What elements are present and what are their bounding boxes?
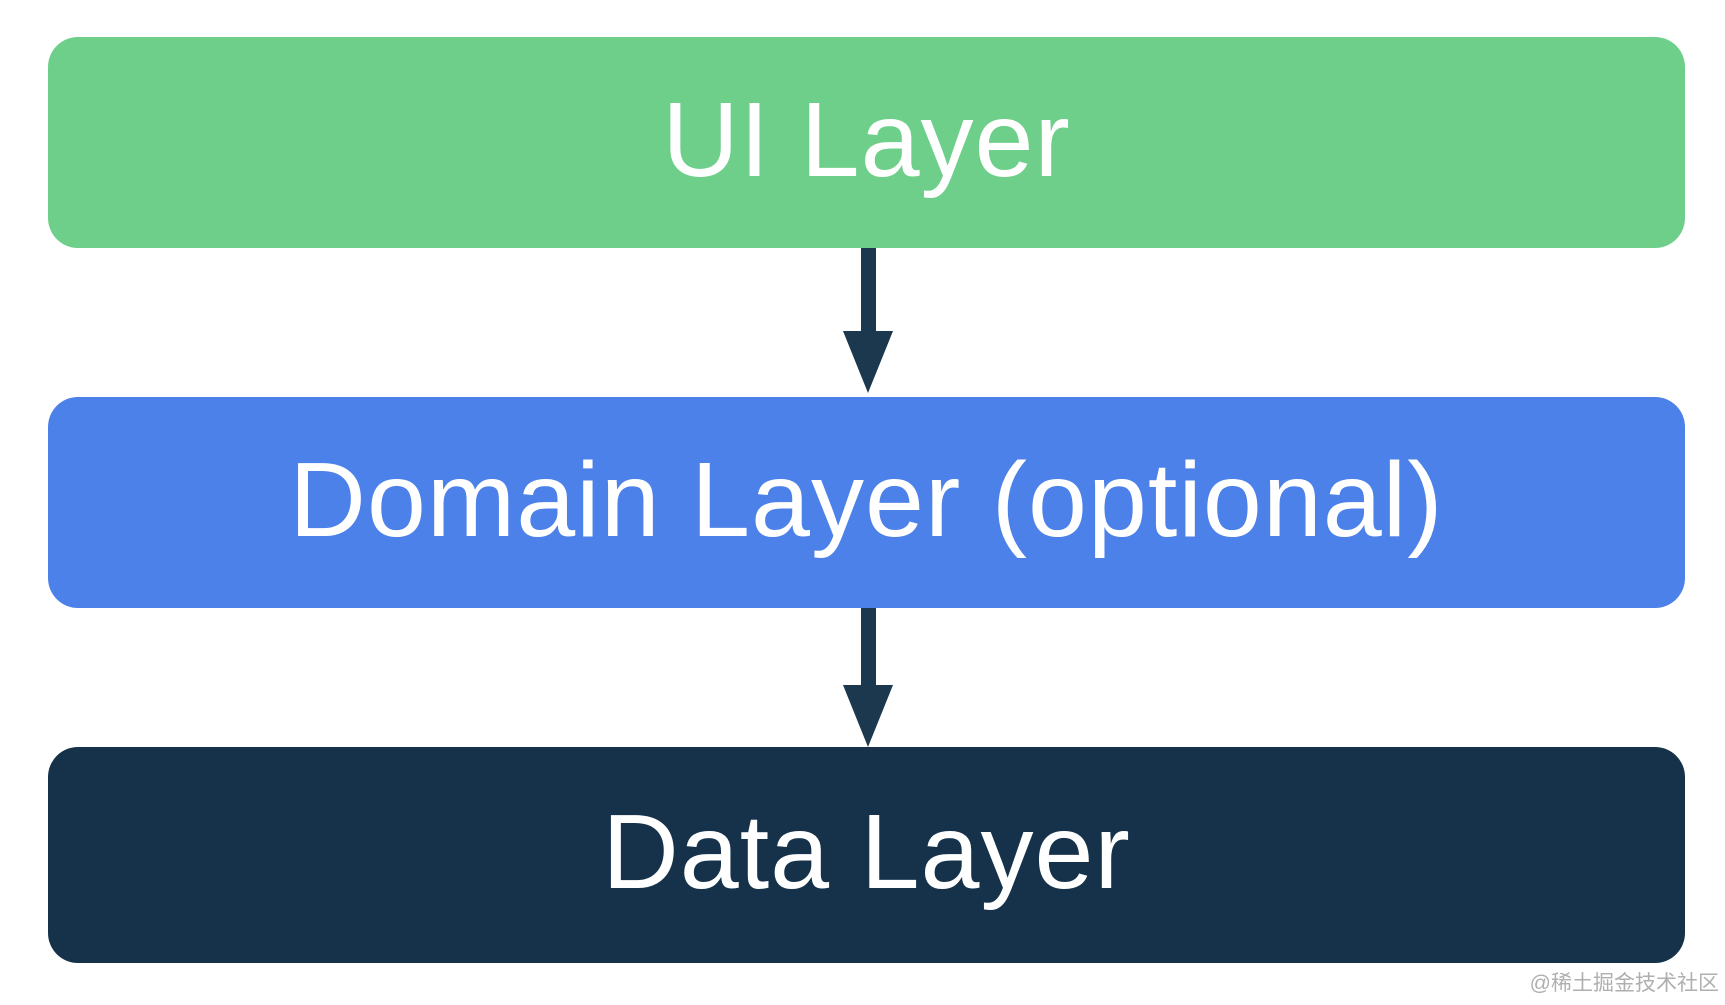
arrow-shaft (860, 608, 876, 685)
watermark: @稀土掘金技术社区 (1529, 972, 1719, 995)
domain-layer-label: Domain Layer (optional) (289, 440, 1444, 559)
arrow-shaft (860, 248, 876, 331)
data-layer-label: Data Layer (602, 793, 1131, 911)
arrow-ui-to-domain (843, 248, 893, 393)
ui-layer-label: UI Layer (662, 80, 1071, 199)
arrow-down-icon (843, 685, 893, 747)
domain-layer-box: Domain Layer (optional) (48, 397, 1685, 608)
arrow-down-icon (843, 331, 893, 393)
data-layer-box: Data Layer (48, 747, 1685, 963)
arrow-domain-to-data (843, 608, 893, 747)
ui-layer-box: UI Layer (48, 37, 1685, 248)
